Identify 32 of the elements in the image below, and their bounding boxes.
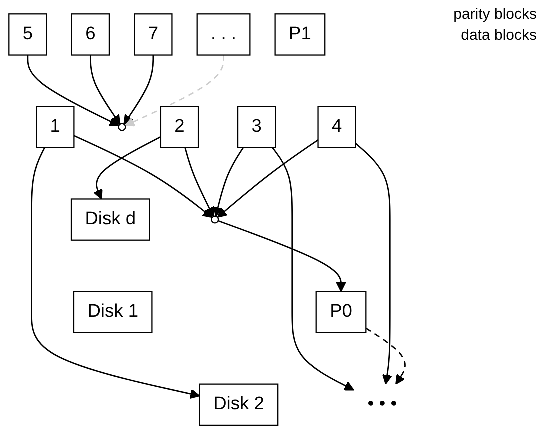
arrow xyxy=(27,55,120,126)
node-box: 2 xyxy=(160,106,200,149)
node-box: . . . xyxy=(196,14,251,56)
arrow xyxy=(74,135,213,218)
diagram-label: parity blocks xyxy=(454,6,537,23)
node-box: Disk 2 xyxy=(199,384,279,426)
arrow xyxy=(124,55,224,127)
node-box: Disk d xyxy=(70,198,150,242)
node-circle xyxy=(118,123,126,132)
node-box: P1 xyxy=(274,14,326,56)
node-box: 4 xyxy=(318,106,356,149)
node-box: 5 xyxy=(8,14,48,56)
node-box: 6 xyxy=(71,14,110,56)
node-box: 1 xyxy=(36,106,75,149)
arrow xyxy=(93,136,162,200)
node-circle xyxy=(211,216,220,224)
arrow xyxy=(355,143,392,385)
arrow xyxy=(366,328,406,385)
diagram-label: data blocks xyxy=(461,27,537,44)
arrow xyxy=(218,220,346,292)
node-box: P0 xyxy=(316,291,367,334)
arrow xyxy=(217,140,319,218)
node-box: 3 xyxy=(237,106,276,149)
arrow xyxy=(124,55,154,126)
arrow xyxy=(90,55,121,126)
node-box: 7 xyxy=(134,14,173,56)
node-box: Disk 1 xyxy=(73,291,153,334)
node-text: • • • xyxy=(368,394,398,414)
arrow xyxy=(184,148,214,218)
arrow xyxy=(213,148,244,218)
arrow xyxy=(31,148,200,400)
arrow xyxy=(272,148,355,391)
